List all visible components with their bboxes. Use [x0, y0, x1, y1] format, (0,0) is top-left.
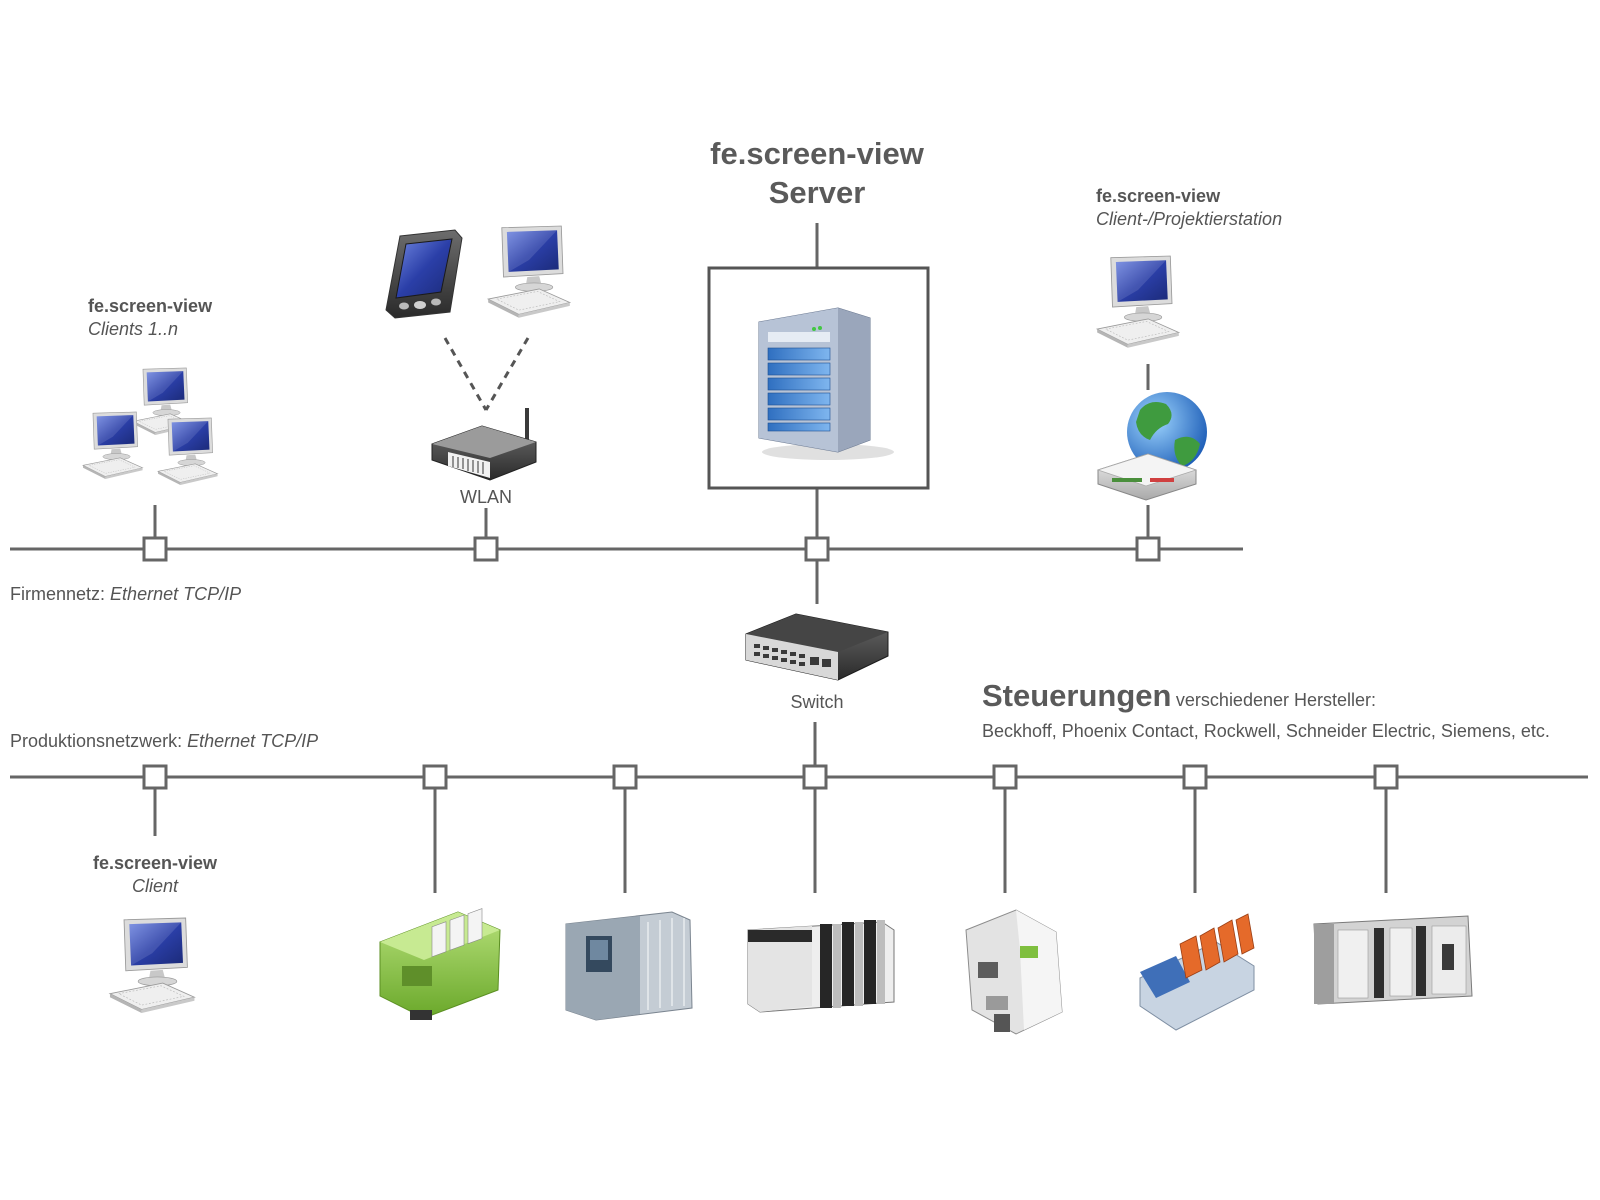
clients-subtitle: Clients 1..n [88, 319, 179, 339]
pda-icon [385, 229, 463, 319]
node-clients [142, 536, 168, 562]
server-title-line1: fe.screen-view [710, 136, 924, 171]
node-plc-1 [422, 764, 448, 790]
node-switch [802, 764, 828, 790]
company-network-label: Firmennetz: Ethernet TCP/IP [10, 584, 241, 605]
station-title: fe.screen-view [1096, 186, 1221, 206]
production-client-monitor-icon [109, 917, 195, 1014]
wlan-label: WLAN [459, 487, 512, 507]
globe-modem-icon [1096, 392, 1207, 501]
plc-icon-beckhoff [1139, 913, 1255, 1031]
plc-icon-green [379, 908, 501, 1020]
connector-lines [153, 223, 1388, 893]
production-client-title: fe.screen-view [92, 853, 218, 873]
server-frame [707, 266, 930, 490]
plc-icon-wago [965, 909, 1063, 1035]
controllers-vendors: Beckhoff, Phoenix Contact, Rockwell, Sch… [982, 721, 1550, 741]
controllers-subtitle: verschiedener Hersteller: [1175, 690, 1377, 710]
node-station [1135, 536, 1161, 562]
controllers-heading: Steuerungen verschiedener Hersteller: [982, 678, 1376, 714]
network-nodes [142, 536, 1399, 790]
production-network-protocol: Ethernet TCP/IP [187, 731, 319, 751]
node-production-client [142, 764, 168, 790]
production-network-label: Produktionsnetzwerk: Ethernet TCP/IP [10, 731, 318, 752]
router-icon [431, 408, 537, 481]
wireless-links [443, 337, 530, 411]
company-network-protocol: Ethernet TCP/IP [110, 584, 242, 604]
node-server [804, 536, 830, 562]
node-wlan [473, 536, 499, 562]
station-subtitle: Client-/Projektierstation [1096, 209, 1283, 229]
wlan-monitor-icon [487, 225, 571, 319]
node-plc-2 [612, 764, 638, 790]
server-icon [758, 307, 894, 460]
node-plc-4 [1182, 764, 1208, 790]
switch-label: Switch [790, 692, 844, 712]
plc-icon-rockwell [747, 920, 895, 1013]
server-title-line2: Server [768, 175, 866, 210]
plc-icon-siemens [565, 911, 693, 1021]
node-plc-3 [992, 764, 1018, 790]
company-network-name: Firmennetz: [10, 584, 106, 604]
server-title: fe.screen-view Server [667, 134, 967, 212]
clients-group-icon [82, 367, 218, 486]
switch-icon [745, 613, 889, 681]
production-client-subtitle: Client [131, 876, 179, 896]
station-monitor-icon [1096, 255, 1180, 349]
clients-title: fe.screen-view [88, 296, 213, 316]
production-network-name: Produktionsnetzwerk: [10, 731, 183, 751]
plc-icon-schneider [1313, 915, 1473, 1005]
controllers-title: Steuerungen [982, 678, 1172, 713]
node-plc-5 [1373, 764, 1399, 790]
